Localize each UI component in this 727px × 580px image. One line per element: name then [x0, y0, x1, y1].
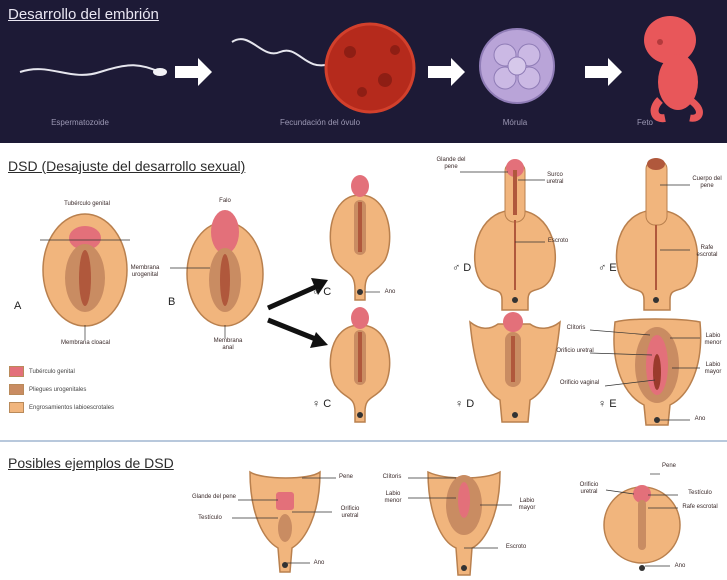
label-anal-membrane: Membrana anal — [208, 338, 248, 352]
label-phallus: Falo — [210, 198, 240, 205]
label-male-d: ♂ D — [452, 262, 471, 274]
stage-label-morula: Mórula — [485, 118, 545, 127]
stage-label-fertilization: Fecundación del óvulo — [245, 118, 395, 127]
arrow-icon — [428, 58, 465, 86]
example-three-diagram — [604, 485, 680, 571]
arrow-icon — [585, 58, 622, 86]
label-ex1-testicle: Testículo — [188, 515, 232, 522]
label-b: B — [168, 296, 175, 308]
label-scrotum-d: Escroto — [543, 238, 573, 245]
legend-tubercle: Tubérculo genital — [9, 366, 75, 377]
embryo-development-banner: Desarrollo del embrión Espermato — [0, 0, 727, 143]
label-ex3-testicle: Testículo — [678, 490, 722, 497]
stage-label-fetus: Feto — [625, 118, 665, 127]
label-female-d: ♀ D — [455, 398, 474, 410]
arrow-icon — [175, 58, 212, 86]
sperm-tail — [232, 39, 330, 65]
male-c-diagram — [330, 175, 389, 300]
label-ex1-penis: Pene — [336, 474, 356, 481]
legend-swellings: Engrosamientos labioescrotales — [9, 402, 114, 413]
label-ex3-raphe: Rafe escrotal — [678, 504, 722, 511]
label-tubercle: Tubérculo genital — [62, 201, 112, 208]
female-e-diagram — [614, 319, 701, 425]
label-scrotal-raphe: Rafe escrotal — [690, 245, 724, 259]
label-vaginal-orifice: Orificio vaginal — [552, 380, 607, 387]
label-ex1-glans: Glande del pene — [190, 494, 238, 501]
stage-a-diagram — [43, 214, 127, 326]
label-ex2-clitoris: Clítoris — [376, 474, 408, 481]
example-one-diagram — [250, 472, 320, 572]
female-c-diagram — [330, 307, 389, 422]
legend-folds: Pliegues urogenitales — [9, 384, 86, 395]
label-ex2-minor: Labio menor — [378, 491, 408, 505]
label-urethral-groove: Surco uretral — [540, 172, 570, 186]
label-ex2-major: Labio mayor — [512, 498, 542, 512]
label-ex1-orifice: Orificio uretral — [332, 506, 368, 520]
sperm-tail — [20, 65, 160, 75]
female-d-diagram — [470, 312, 560, 422]
dsd-illustrations — [0, 150, 727, 440]
label-ex3-orifice: Orificio uretral — [572, 482, 606, 496]
label-labia-majora: Labio mayor — [700, 362, 726, 376]
label-female-c: ♀ C — [312, 398, 331, 410]
label-a: A — [14, 300, 21, 312]
label-male-e: ♂ E — [598, 262, 617, 274]
label-clitoris: Clítoris — [556, 325, 596, 332]
label-ex3-anus: Ano — [670, 563, 690, 570]
label-penis-body: Cuerpo del pene — [690, 176, 724, 190]
label-glans: Glande del pene — [436, 157, 466, 171]
label-urogenital-membrane: Membrana urogenital — [120, 265, 170, 279]
label-ex3-penis: Pene — [658, 463, 680, 470]
label-anus-c: Ano — [380, 289, 400, 296]
section-divider — [0, 440, 727, 442]
label-ex2-scrotum: Escroto — [500, 544, 532, 551]
label-female-e: ♀ E — [598, 398, 617, 410]
arrow-down-icon — [268, 320, 318, 340]
label-labia-minora: Labio menor — [700, 333, 726, 347]
label-male-c: ♂ C — [312, 286, 331, 298]
male-e-diagram — [616, 158, 697, 310]
label-cloacal-membrane: Membrana cloacal — [58, 340, 113, 347]
examples-illustrations — [0, 460, 727, 580]
label-anus-e: Ano — [690, 416, 710, 423]
stage-label-sperm: Espermatozoide — [20, 118, 140, 127]
fetus — [644, 16, 699, 118]
label-ex1-anus: Ano — [310, 560, 328, 567]
example-two-diagram — [428, 472, 500, 575]
label-urethral-orifice: Orificio uretral — [556, 348, 594, 355]
sperm-head — [153, 68, 167, 76]
